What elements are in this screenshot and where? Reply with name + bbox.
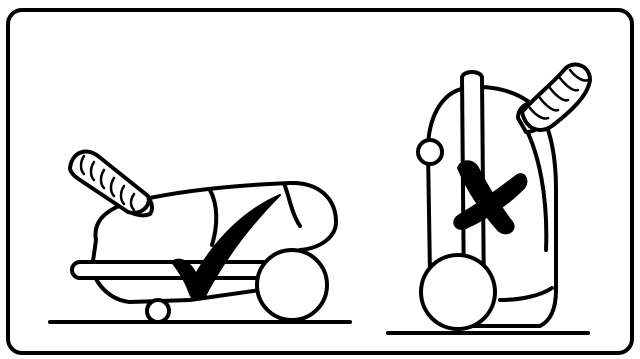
hose: [68, 149, 151, 215]
large-wheel: [255, 248, 329, 322]
small-wheel-upright: [416, 138, 444, 166]
body-seam-front: [283, 184, 302, 228]
small-wheel: [145, 298, 171, 324]
upright-lower-seam: [498, 286, 554, 302]
large-wheel-upright: [419, 253, 497, 331]
cross-mark-icon: [453, 160, 528, 235]
check-mark-icon: [171, 194, 281, 301]
hose-upright: [520, 62, 592, 132]
body-seam: [208, 188, 219, 247]
